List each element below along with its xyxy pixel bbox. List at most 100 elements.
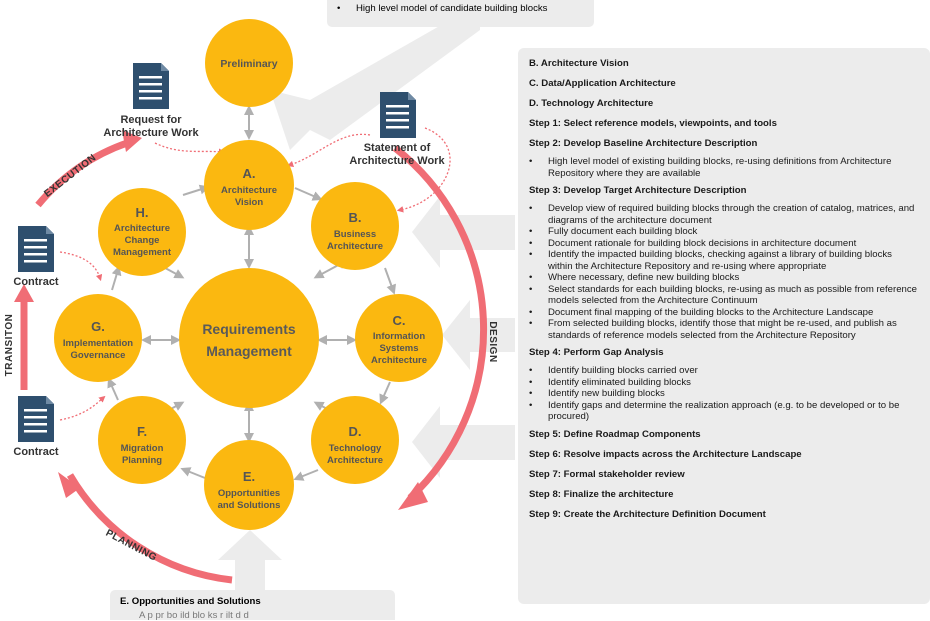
panel-bullet: Identify eliminated building blocks <box>529 377 918 389</box>
e-letter: E. <box>243 469 255 484</box>
gray-arrow-top <box>270 0 480 150</box>
panel-heading: Step 9: Create the Architecture Definiti… <box>529 508 766 520</box>
panel-bullet: From selected building blocks, identify … <box>529 318 918 341</box>
c-d-connector <box>379 381 391 405</box>
b-line-2: Architecture <box>327 241 383 252</box>
gray-arrow-right-2 <box>442 300 515 370</box>
f-line-2: Planning <box>122 455 162 466</box>
statement-document[interactable]: Statement of Architecture Work <box>349 92 445 167</box>
panel-bullet: Identify gaps and determine the realizat… <box>529 400 918 423</box>
c-line-3: Architecture <box>371 355 427 366</box>
g-line-2: Governance <box>71 350 126 361</box>
bottom-note-box: E. Opportunities and Solutions A p pr bo… <box>110 590 395 621</box>
node-g[interactable]: G. Implementation Governance <box>54 294 142 382</box>
execution-arc <box>35 138 132 208</box>
a-line-2: Vision <box>235 197 264 208</box>
statement-label-line-1: Statement of <box>364 142 431 154</box>
c-line-2: Systems <box>379 343 418 354</box>
gray-arrow-bottom <box>218 530 282 590</box>
node-f[interactable]: F. Migration Planning <box>98 396 186 484</box>
d-line-2: Architecture <box>327 455 383 466</box>
node-preliminary[interactable]: Preliminary <box>205 19 293 107</box>
panel-heading: Step 6: Resolve impacts across the Archi… <box>529 448 802 460</box>
transition-arrowhead <box>14 284 34 302</box>
h-a-connector <box>182 184 210 196</box>
panel-bullet: Identify building blocks carried over <box>529 365 918 377</box>
design-label: DESIGN <box>487 321 498 362</box>
planning-arc <box>66 473 233 584</box>
request-to-a-link <box>154 142 226 155</box>
panel-bullet: Document rationale for building block de… <box>529 238 918 250</box>
design-arc <box>392 145 488 501</box>
node-d[interactable]: D. Technology Architecture <box>311 396 399 484</box>
a-letter: A. <box>243 166 256 181</box>
b-letter: B. <box>349 210 362 225</box>
node-c[interactable]: C. Information Systems Architecture <box>355 294 443 382</box>
g-h-connector <box>111 265 122 291</box>
contract-document-top[interactable]: Contract <box>13 226 59 288</box>
c-line-1: Information <box>373 331 425 342</box>
red-cycle-arrows <box>20 138 488 584</box>
g-line-1: Implementation <box>63 338 133 349</box>
panel-bullet: High level model of existing building bl… <box>529 156 918 179</box>
panel-bullet: Where necessary, define new building blo… <box>529 272 918 284</box>
document-icon <box>18 396 54 442</box>
g-letter: G. <box>91 319 105 334</box>
b-c-connector <box>384 267 396 295</box>
panel-bullet-list: Develop view of required building blocks… <box>529 203 918 341</box>
f-line-1: Migration <box>121 443 164 454</box>
panel-heading: Step 2: Develop Baseline Architecture De… <box>529 138 758 149</box>
panel-bullet: Identify the impacted building blocks, c… <box>529 249 918 272</box>
node-b[interactable]: B. Business Architecture <box>311 182 399 270</box>
center-line-2: Management <box>206 343 292 359</box>
node-h[interactable]: H. Architecture Change Management <box>98 188 186 276</box>
contract-document-bottom[interactable]: Contract <box>13 396 59 458</box>
d-e-connector <box>293 469 319 481</box>
panel-heading: Step 4: Perform Gap Analysis <box>529 347 664 358</box>
planning-label: PLANNING <box>104 528 159 564</box>
request-document[interactable]: Request for Architecture Work <box>103 63 199 139</box>
design-arrowhead <box>398 482 428 510</box>
panel-heading: Step 3: Develop Target Architecture Desc… <box>529 185 747 196</box>
panel-bullet: Document final mapping of the building b… <box>529 307 918 319</box>
panel-bullet-list: High level model of existing building bl… <box>529 156 918 179</box>
panel-heading: Step 8: Finalize the architecture <box>529 488 674 500</box>
center-line-1: Requirements <box>202 321 296 337</box>
panel-heading: Step 7: Formal stakeholder review <box>529 468 685 480</box>
node-a[interactable]: A. Architecture Vision <box>204 140 294 230</box>
panel-bullet: Identify new building blocks <box>529 388 918 400</box>
f-letter: F. <box>137 424 147 439</box>
planning-arrowhead <box>58 472 80 498</box>
request-label-line-1: Request for <box>120 114 182 126</box>
gray-arrow-right-3 <box>412 406 515 478</box>
contract-bottom-to-f-link <box>59 395 106 421</box>
execution-label: EXECUTION <box>42 152 98 199</box>
contract-top-label: Contract <box>13 276 59 288</box>
statement-label-line-2: Architecture Work <box>349 155 445 167</box>
panel-heading: D. Technology Architecture <box>529 98 654 109</box>
e-line-1: Opportunities <box>218 488 280 499</box>
statement-to-a-link <box>286 133 371 168</box>
bottom-note-heading: E. Opportunities and Solutions <box>120 596 261 607</box>
a-b-connector <box>294 187 323 201</box>
panel-bullet: Select standards for each building block… <box>529 284 918 307</box>
e-f-connector <box>180 467 206 479</box>
node-requirements-management[interactable]: Requirements Management <box>179 268 319 408</box>
b-line-1: Business <box>334 229 376 240</box>
panel-bullet: Develop view of required building blocks… <box>529 203 918 226</box>
top-note-bullet: High level model of candidate building b… <box>337 3 584 15</box>
execution-arrowhead <box>122 130 142 152</box>
node-e[interactable]: E. Opportunities and Solutions <box>204 440 294 530</box>
document-icon <box>18 226 54 272</box>
h-letter: H. <box>136 205 149 220</box>
panel-heading: Step 1: Select reference models, viewpoi… <box>529 118 777 129</box>
panel-bullet-list: Identify building blocks carried overIde… <box>529 365 918 423</box>
bottom-note-cut-text: A p pr bo ild blo ks r ilt d d <box>139 610 249 621</box>
preliminary-label: Preliminary <box>220 58 277 70</box>
h-line-3: Management <box>113 247 172 258</box>
panel-bullet: Fully document each building block <box>529 226 918 238</box>
h-line-1: Architecture <box>114 223 170 234</box>
f-g-connector <box>107 377 119 401</box>
